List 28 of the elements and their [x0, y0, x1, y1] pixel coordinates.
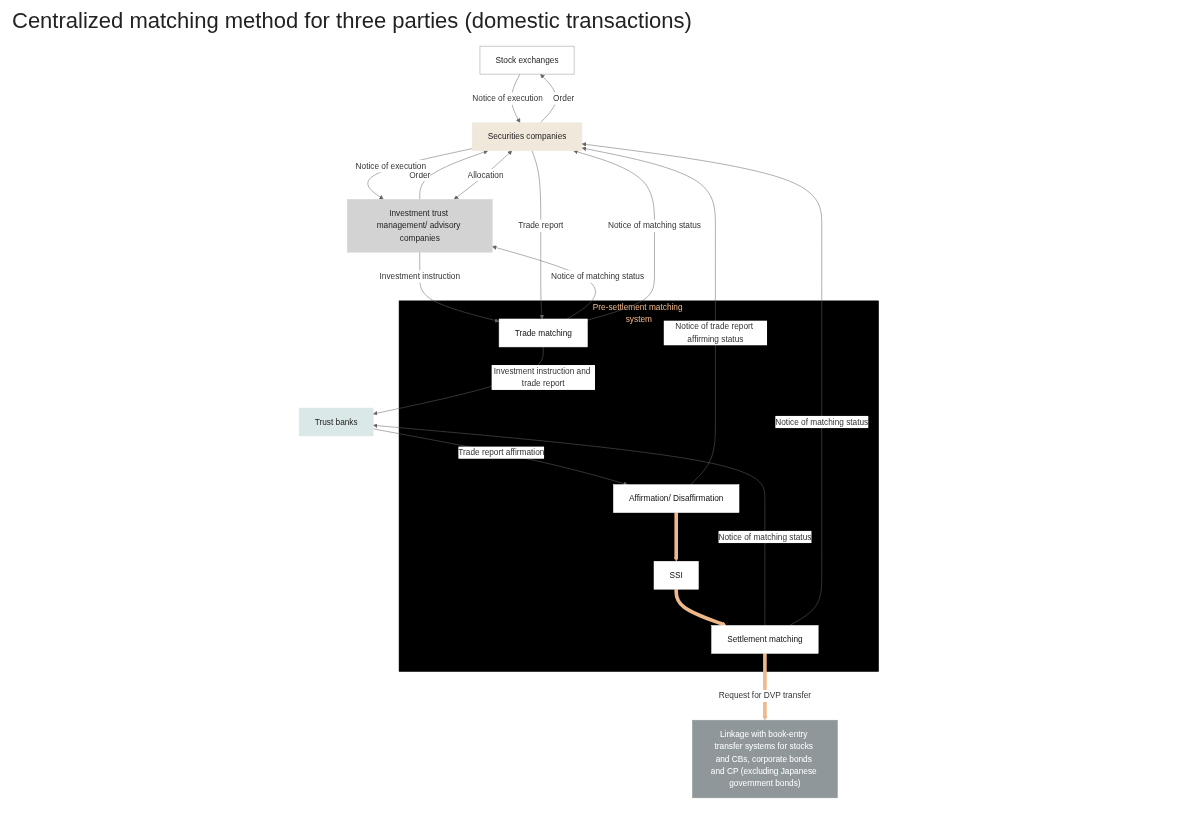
edge-label: Investment instruction and trade report	[493, 366, 591, 388]
node-box: Affirmation/ Disaffirmation	[612, 484, 739, 513]
edge-label: Request for DVP transfer	[718, 691, 811, 701]
edge-label: Notice of trade report affirming status	[674, 322, 753, 344]
node-box: Linkage with book-entry transfer systems for stocks and CBs, corporate bonds and CP (excluding Japanese government bonds)	[691, 719, 838, 799]
node-box: SSI	[653, 561, 699, 590]
edge-label: Order	[408, 170, 430, 180]
arrow	[762, 653, 767, 721]
edge-label: Allocation	[467, 170, 504, 180]
edge-label: Notice of matching status	[774, 417, 868, 427]
edge-label: Notice of matching status	[718, 532, 812, 542]
edge-label: Trade report affirmation	[457, 447, 544, 457]
node-box: Investment trust management/ advisory companies	[346, 199, 493, 253]
edge-label: Investment instruction	[379, 271, 460, 281]
arrow	[674, 589, 727, 627]
node-box: Securities companies	[471, 122, 582, 151]
edge-label: Notice of execution	[471, 93, 543, 103]
node-box: Stock exchanges	[479, 45, 574, 75]
arrow	[673, 512, 679, 562]
edge-label: Notice of execution	[355, 161, 426, 171]
diagram-title: Centralized matching method for three parties (domestic transactions)	[11, 7, 693, 35]
edge-label: Order	[552, 93, 574, 103]
node-box: Trust banks	[298, 407, 374, 437]
edge-label: Notice of matching status	[607, 221, 701, 230]
node-box: Settlement matching	[711, 625, 819, 654]
edge-label: Trade report	[517, 221, 564, 230]
edge-label: Notice of matching status	[550, 271, 644, 281]
node-box: Trade matching	[498, 318, 588, 348]
